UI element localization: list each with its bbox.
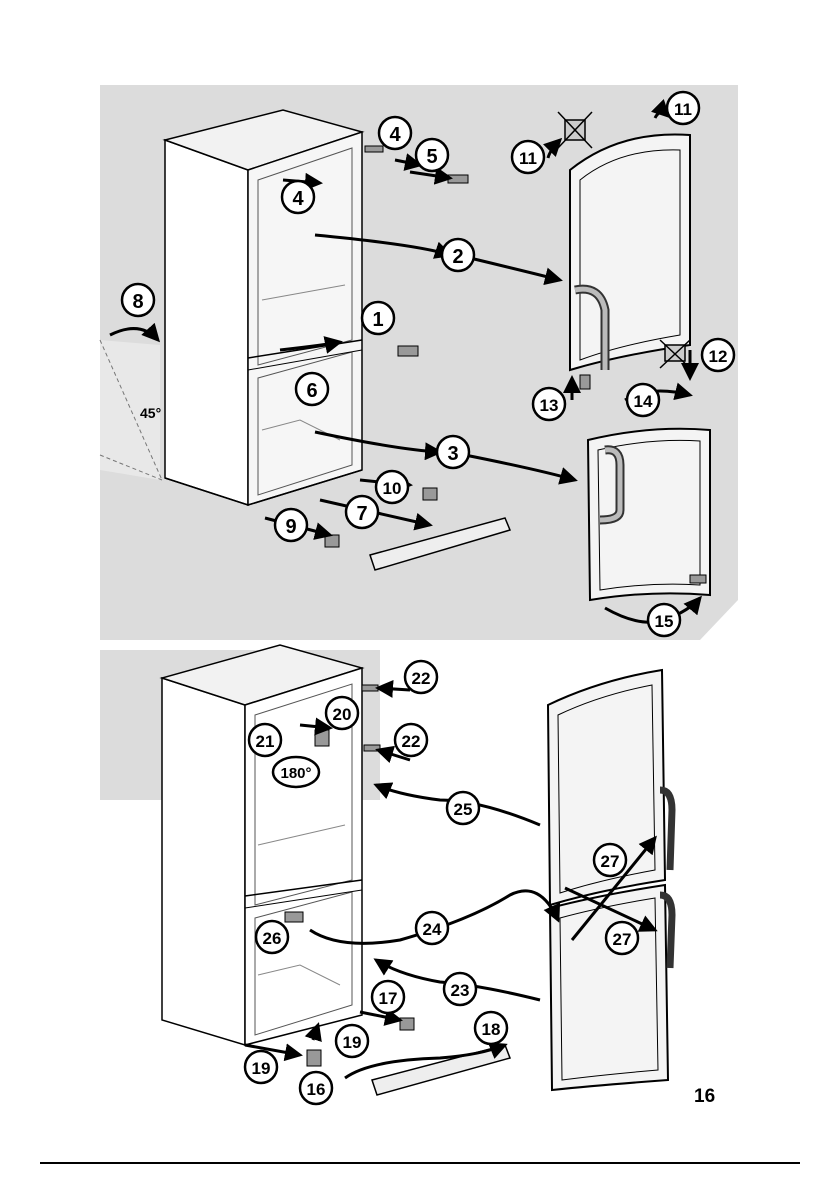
- base-plinth-bottom: [372, 1045, 510, 1095]
- svg-text:21: 21: [256, 732, 275, 751]
- callout-2: 2: [442, 239, 474, 271]
- svg-text:19: 19: [252, 1059, 271, 1078]
- callout-6: 6: [296, 373, 328, 405]
- upper-door: [570, 134, 690, 370]
- callout-10: 10: [376, 471, 408, 503]
- bottom-rule: [40, 1162, 800, 1164]
- svg-text:26: 26: [263, 929, 282, 948]
- svg-text:20: 20: [333, 705, 352, 724]
- callout-9: 9: [275, 509, 307, 541]
- svg-text:15: 15: [655, 612, 674, 631]
- svg-text:14: 14: [634, 392, 653, 411]
- assembled-doors: [548, 670, 672, 1090]
- svg-text:24: 24: [423, 920, 442, 939]
- callout-11b: 11: [667, 92, 699, 124]
- svg-text:16: 16: [307, 1080, 326, 1099]
- callout-25: 25: [447, 792, 479, 824]
- top-fridge-cabinet: [165, 110, 362, 505]
- callout-15: 15: [648, 604, 680, 636]
- svg-text:27: 27: [613, 930, 632, 949]
- svg-text:11: 11: [674, 100, 692, 119]
- svg-text:18: 18: [482, 1020, 501, 1039]
- callout-24: 24: [416, 912, 448, 944]
- callout-19a: 19: [336, 1025, 368, 1057]
- callout-27b: 27: [606, 922, 638, 954]
- svg-text:13: 13: [540, 396, 559, 415]
- svg-text:1: 1: [372, 309, 383, 331]
- svg-text:9: 9: [285, 516, 296, 538]
- callout-17: 17: [372, 981, 404, 1013]
- callout-26: 26: [256, 921, 288, 953]
- svg-text:23: 23: [451, 981, 470, 1000]
- callout-21: 21: [249, 724, 281, 756]
- callout-22b: 22: [395, 724, 427, 756]
- svg-text:22: 22: [412, 669, 431, 688]
- callout-23: 23: [444, 973, 476, 1005]
- svg-text:17: 17: [379, 989, 398, 1008]
- svg-text:27: 27: [601, 852, 620, 871]
- callout-5: 5: [416, 139, 448, 171]
- callout-7: 7: [346, 496, 378, 528]
- callout-18: 18: [475, 1012, 507, 1044]
- callout-4a: 4: [282, 181, 314, 213]
- callout-12: 12: [702, 339, 734, 371]
- callout-20: 20: [326, 697, 358, 729]
- callout-11a: 11: [512, 141, 544, 173]
- callout-3: 3: [437, 436, 469, 468]
- svg-text:3: 3: [447, 443, 458, 465]
- rotation-marker: 180°: [273, 757, 319, 787]
- svg-text:25: 25: [454, 800, 473, 819]
- svg-text:2: 2: [452, 246, 463, 268]
- svg-text:12: 12: [709, 347, 728, 366]
- callout-13: 13: [533, 388, 565, 420]
- lower-door: [588, 429, 710, 600]
- callout-27a: 27: [594, 844, 626, 876]
- svg-text:4: 4: [292, 188, 304, 210]
- svg-text:4: 4: [389, 124, 401, 146]
- svg-text:11: 11: [519, 149, 537, 168]
- svg-text:5: 5: [426, 146, 437, 168]
- callout-19b: 19: [245, 1051, 277, 1083]
- callout-22a: 22: [405, 661, 437, 693]
- svg-text:19: 19: [343, 1033, 362, 1052]
- callout-8: 8: [122, 284, 154, 316]
- svg-text:7: 7: [356, 503, 367, 525]
- svg-text:10: 10: [383, 479, 402, 498]
- angle-label: 45°: [140, 405, 161, 421]
- svg-text:8: 8: [132, 291, 143, 313]
- callout-16: 16: [300, 1072, 332, 1104]
- page-number: 16: [694, 1086, 715, 1108]
- callout-4b: 4: [379, 117, 411, 149]
- callout-14: 14: [627, 384, 659, 416]
- svg-text:6: 6: [306, 380, 317, 402]
- callout-1: 1: [362, 302, 394, 334]
- svg-text:22: 22: [402, 732, 421, 751]
- svg-text:180°: 180°: [280, 765, 311, 782]
